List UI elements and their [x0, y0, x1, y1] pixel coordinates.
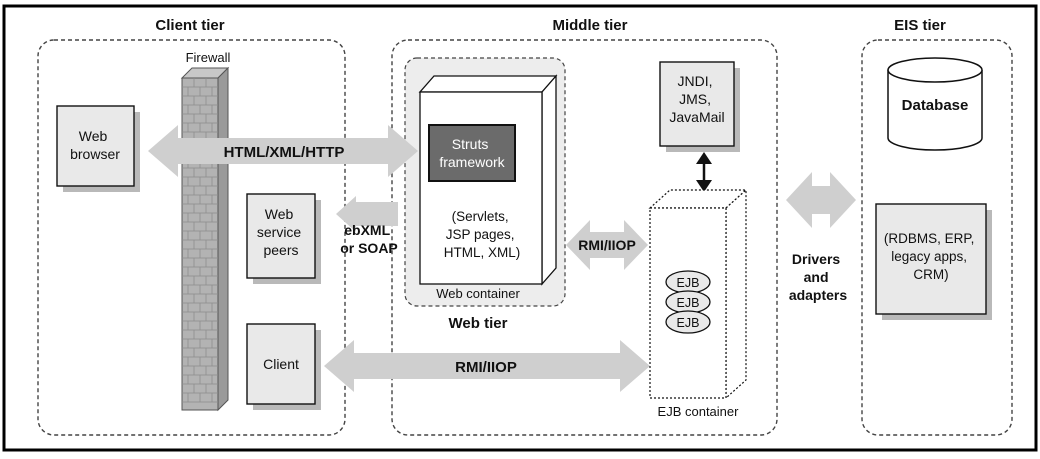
- web-tier-title: Web tier: [449, 315, 508, 332]
- eis-systems-label-line: legacy apps,: [891, 249, 967, 264]
- eis-tier-title: EIS tier: [894, 17, 946, 34]
- eis-systems-label: (RDBMS, ERP, legacy apps, CRM): [884, 231, 978, 282]
- soap-arrow-left: [336, 196, 398, 232]
- struts-label-line: framework: [439, 154, 505, 170]
- firewall-wall: [180, 66, 230, 412]
- client-tier-title: Client tier: [155, 17, 224, 34]
- web-container-contents: (Servlets, JSP pages, HTML, XML): [444, 209, 521, 260]
- soap-label: ebXML or SOAP: [340, 222, 398, 256]
- database-node: Database: [887, 57, 983, 151]
- struts-label: Struts framework: [439, 136, 505, 170]
- client-label: Client: [263, 356, 299, 372]
- web-service-peers-node: Web service peers: [246, 193, 321, 284]
- services-label-line: JavaMail: [669, 109, 724, 125]
- rmi-client-arrow: [324, 340, 650, 392]
- ejb-bean: EJB: [665, 290, 711, 314]
- outer-frame: [2, 4, 1038, 452]
- services-label-line: JNDI,: [678, 73, 713, 89]
- web-container-contents-line: HTML, XML): [444, 245, 521, 260]
- ejb-container-label: EJB container: [658, 404, 740, 419]
- web-service-peers-label-line: peers: [263, 242, 298, 258]
- drivers-label-line: Drivers: [792, 251, 840, 267]
- rmi-client-label: RMI/IIOP: [455, 359, 517, 376]
- soap-label-line: ebXML: [344, 222, 390, 238]
- http-arrow: [148, 125, 418, 177]
- rmi-web-label: RMI/IIOP: [578, 237, 636, 253]
- eis-systems-node: (RDBMS, ERP, legacy apps, CRM): [875, 203, 992, 320]
- services-label: JNDI, JMS, JavaMail: [669, 73, 724, 125]
- firewall-label: Firewall: [186, 50, 231, 65]
- database-label: Database: [902, 97, 969, 114]
- web-service-peers-label: Web service peers: [257, 206, 305, 258]
- drivers-arrow: [786, 172, 856, 228]
- http-label: HTML/XML/HTTP: [224, 144, 345, 161]
- web-browser-label-line: Web: [79, 128, 108, 144]
- drivers-label-line: adapters: [789, 287, 848, 303]
- struts-framework-box: Struts framework: [428, 124, 516, 182]
- soap-label-line: or SOAP: [340, 240, 398, 256]
- struts-label-line: Struts: [452, 136, 489, 152]
- client-node: Client: [246, 323, 321, 410]
- services-node: JNDI, JMS, JavaMail: [659, 61, 740, 152]
- ejb-bean: EJB: [665, 310, 711, 334]
- web-service-peers-label-line: service: [257, 224, 302, 240]
- services-ejb-connector: [696, 152, 712, 192]
- web-browser-label-line: browser: [70, 146, 120, 162]
- ejb-bean: EJB: [665, 270, 711, 294]
- web-container-label: Web container: [436, 286, 520, 301]
- drivers-label-line: and: [804, 269, 829, 285]
- services-label-line: JMS,: [679, 91, 711, 107]
- web-container-contents-line: (Servlets,: [452, 209, 509, 224]
- client-tier-region: [37, 39, 346, 436]
- middle-tier-title: Middle tier: [552, 17, 627, 34]
- eis-tier-region: [861, 39, 1013, 436]
- drivers-label: Drivers and adapters: [789, 251, 848, 303]
- ejb-bean-label: EJB: [677, 316, 700, 330]
- middle-tier-region: [391, 39, 778, 436]
- ejb-bean-label: EJB: [677, 296, 700, 310]
- web-service-peers-label-line: Web: [265, 206, 294, 222]
- eis-systems-label-line: CRM): [913, 267, 948, 282]
- ejb-container: EJB EJB EJB: [648, 188, 748, 400]
- web-container: Struts framework (Servlets, JSP pages, H…: [418, 74, 558, 286]
- web-browser-node: Web browser: [56, 105, 140, 192]
- rmi-web-arrow: [566, 220, 648, 270]
- eis-systems-label-line: (RDBMS, ERP,: [884, 231, 975, 246]
- web-container-contents-line: JSP pages,: [446, 227, 515, 242]
- web-browser-label: Web browser: [70, 128, 120, 162]
- ejb-bean-label: EJB: [677, 276, 700, 290]
